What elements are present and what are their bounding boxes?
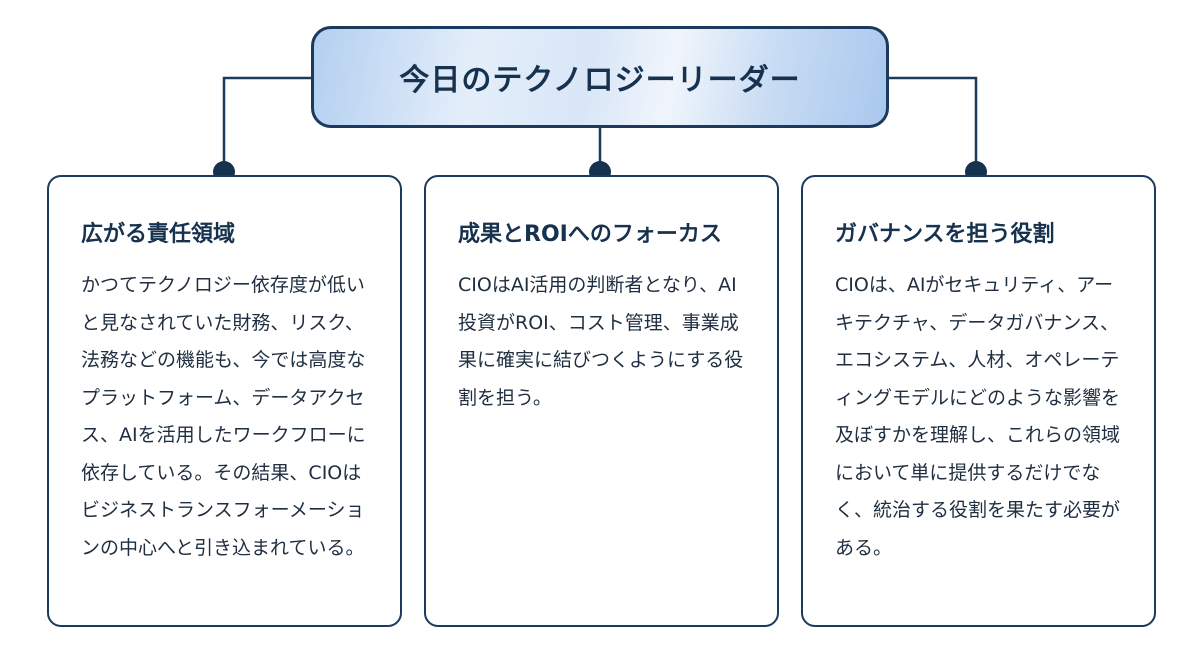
header-title: 今日のテクノロジーリーダー <box>399 63 801 98</box>
connector-right <box>889 76 978 172</box>
card-title: ガバナンスを担う役割 <box>835 222 1055 247</box>
connector-left <box>222 76 311 172</box>
card-body: かつてテクノロジー依存度が低いと見なされていた財務、リスク、法務などの機能も、今… <box>81 274 366 559</box>
card-governance-role: ガバナンスを担う役割 CIOは、AIがセキュリティ、アーキテクチャ、データガバナ… <box>801 175 1156 627</box>
card-outcomes-roi: 成果とROIへのフォーカス CIOはAI活用の判断者となり、AI投資がROI、コ… <box>424 175 779 627</box>
card-body: CIOはAI活用の判断者となり、AI投資がROI、コスト管理、事業成果に確実に結… <box>458 274 744 409</box>
card-body: CIOは、AIがセキュリティ、アーキテクチャ、データガバナンス、エコシステム、人… <box>835 274 1121 559</box>
card-expanding-responsibility: 広がる責任領域 かつてテクノロジー依存度が低いと見なされていた財務、リスク、法務… <box>47 175 402 627</box>
header-box: 今日のテクノロジーリーダー <box>311 26 889 128</box>
card-title: 成果とROIへのフォーカス <box>458 222 722 247</box>
card-title: 広がる責任領域 <box>81 222 236 247</box>
